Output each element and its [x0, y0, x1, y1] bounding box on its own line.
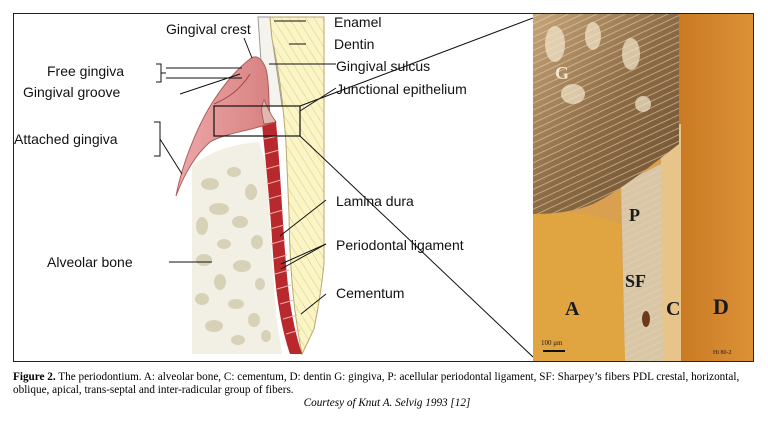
leader-lines — [154, 17, 533, 358]
periodontium-diagram — [154, 16, 533, 358]
micro-label-d: D — [713, 294, 729, 319]
gingival-groove-line — [213, 73, 251, 105]
label-gingival-groove: Gingival groove — [23, 84, 121, 100]
label-free-gingiva: Free gingiva — [47, 63, 125, 79]
label-periodontal-ligament: Periodontal ligament — [336, 237, 464, 253]
highlight-box — [213, 105, 301, 137]
alveolar-bone-shape — [192, 142, 282, 354]
label-alveolar-bone: Alveolar bone — [47, 254, 133, 270]
micro-label-sf: SF — [625, 271, 647, 291]
periodontal-ligament-shape — [262, 122, 302, 354]
caption-text: The periodontium. A: alveolar bone, C: c… — [13, 371, 740, 396]
micrograph-panel: G P SF A C D 100 μm Hi 80-2 — [533, 14, 753, 361]
label-junctional-epithelium: Junctional epithelium — [336, 81, 467, 97]
figure-frame: Gingival crest Enamel Dentin Free gingiv… — [13, 13, 754, 362]
micro-scale-label: 100 μm — [541, 339, 563, 347]
courtesy-line: Courtesy of Knut A. Selvig 1993 [12] — [303, 397, 471, 409]
label-dentin: Dentin — [334, 36, 375, 52]
micro-label-a: A — [565, 298, 580, 320]
label-gingival-crest: Gingival crest — [166, 21, 251, 37]
figure-label: Figure 2. — [13, 371, 56, 383]
micro-label-p: P — [629, 205, 640, 225]
gingiva-shape — [175, 56, 277, 197]
label-enamel: Enamel — [334, 14, 382, 30]
micro-label-c: C — [666, 298, 681, 320]
dentin-shape — [269, 16, 325, 356]
label-attached-gingiva: Attached gingiva — [14, 131, 118, 147]
micro-code-label: Hi 80-2 — [713, 350, 732, 356]
micrograph-image — [533, 14, 753, 361]
label-gingival-sulcus: Gingival sulcus — [336, 58, 431, 74]
figure-caption: Figure 2. The periodontium. A: alveolar … — [13, 371, 761, 410]
micro-label-g: G — [555, 63, 570, 83]
label-cementum: Cementum — [336, 285, 405, 301]
bone-spots — [195, 167, 271, 345]
label-lamina-dura: Lamina dura — [336, 193, 414, 209]
